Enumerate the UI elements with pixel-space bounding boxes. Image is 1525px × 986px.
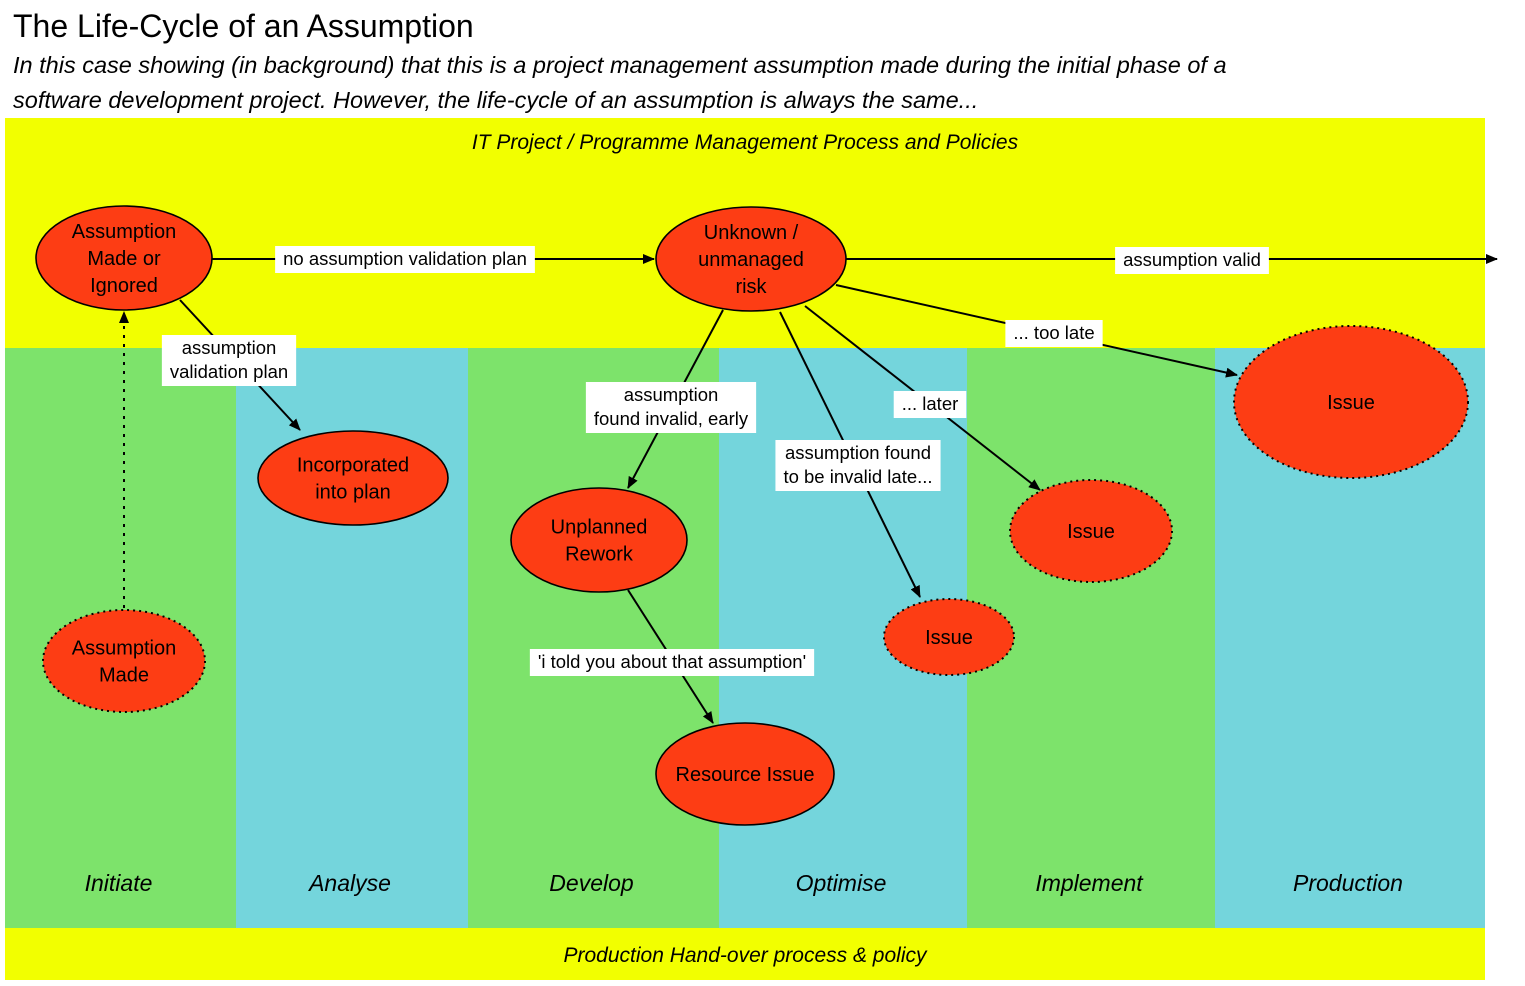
edge-label-text: assumption valid [1123,249,1261,270]
node-shape [42,609,206,713]
subtitle-line-2: software development project. However, t… [13,87,979,113]
node-issue-production: Issue [1233,325,1469,479]
edge-label-text: to be invalid late... [783,466,932,487]
phase-column-develop [468,348,719,928]
node-resource-issue: Resource Issue [655,722,835,826]
node-text-line: Incorporated [297,455,409,477]
edge-label-text: found invalid, early [594,408,749,429]
node-unknown-risk: Unknown / unmanaged risk [655,206,847,312]
bottom-band-label: Production Hand-over process & policy [563,944,928,967]
edge-label-text: ... too late [1013,322,1094,343]
edge-label-box [529,649,815,676]
node-shape [510,487,688,593]
node-shape [257,430,449,526]
edge-label-box [161,335,297,386]
edge-label-text: assumption found [785,442,931,463]
phase-label-initiate: Initiate [85,870,153,896]
subtitle-line-1: In this case showing (in background) tha… [13,52,1227,78]
node-text-line: into plan [315,482,391,504]
node-incorporated: Incorporated into plan [257,430,449,526]
phase-label-analyse: Analyse [307,870,391,896]
node-text-line: risk [735,276,767,298]
edge-label-unknown-risk-to-issue-production: ... too late [1005,320,1103,347]
node-text-line: Issue [1327,392,1375,414]
node-issue-optimise: Issue [883,598,1015,676]
edge-label-box [775,440,941,491]
edge-label-unknown-risk-to-issue-optimise: assumption found to be invalid late... [775,440,941,491]
node-shape [655,722,835,826]
edge-label-unknown-risk-to-unplanned-rework: assumption found invalid, early [585,382,757,433]
node-text-line: Issue [925,627,973,649]
top-band-label: IT Project / Programme Management Proces… [472,131,1019,154]
node-issue-implement: Issue [1009,479,1173,583]
node-shape [655,206,847,312]
phase-label-develop: Develop [549,870,634,896]
edge-label-box [1005,320,1103,347]
edge-label-made-or-ignored-to-unknown-risk: no assumption validation plan [275,246,535,273]
edge-label-unknown-risk-to-exit: assumption valid [1115,247,1269,274]
edge-label-box [1115,247,1269,274]
edge-label-made-or-ignored-to-incorporated: assumption validation plan [161,335,297,386]
edge-label-unplanned-rework-to-resource-issue: 'i told you about that assumption' [529,649,815,676]
edge-label-text: no assumption validation plan [283,248,527,269]
node-shape [35,205,213,311]
node-text-line: Rework [565,544,634,566]
node-text-line: Assumption [72,638,177,660]
node-text-line: Assumption [72,221,177,243]
edge-label-text: 'i told you about that assumption' [538,651,806,672]
node-text-line: Ignored [90,275,158,297]
node-shape [883,598,1015,676]
node-shape [1233,325,1469,479]
edge-label-box [275,246,535,273]
bottom-band [5,928,1485,980]
phase-label-production: Production [1293,870,1403,896]
edge-label-unknown-risk-to-issue-implement: ... later [893,391,967,418]
node-text-line: Made or [87,248,161,270]
node-text-line: unmanaged [698,249,804,271]
edge-label-text: assumption [624,384,719,405]
edge-label-text: assumption [182,337,277,358]
node-text-line: Resource Issue [676,764,815,786]
edge-label-text: validation plan [170,361,288,382]
page-subtitle: In this case showing (in background) tha… [13,48,1493,118]
page-title: The Life-Cycle of an Assumption [13,8,474,44]
node-text-line: Issue [1067,521,1115,543]
phase-label-optimise: Optimise [796,870,887,896]
node-text-line: Made [99,665,149,687]
node-shape [1009,479,1173,583]
edge-label-box [585,382,757,433]
edge-label-text: ... later [902,393,959,414]
node-text-line: Unplanned [551,517,648,539]
phase-label-implement: Implement [1035,870,1144,896]
node-text-line: Unknown / [704,222,799,244]
edge-label-box [893,391,967,418]
